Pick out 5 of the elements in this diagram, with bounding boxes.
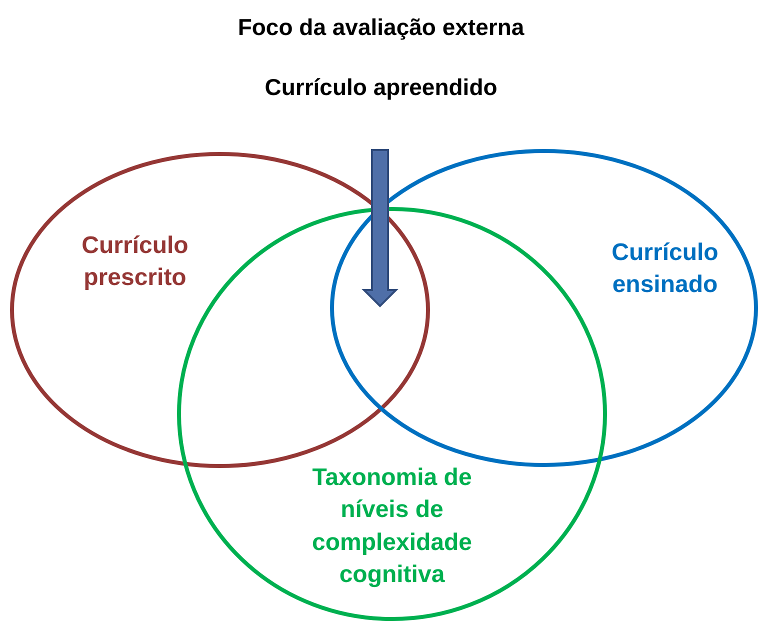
circle-label: Taxonomia de níveis de complexidade cognitiva (310, 463, 474, 590)
subtitle: Currículo apreendido (264, 73, 498, 102)
circle-label: Currículo prescrito (80, 231, 190, 294)
title: Foco da avaliação externa (236, 13, 526, 42)
circle-label: Currículo ensinado (610, 238, 720, 300)
